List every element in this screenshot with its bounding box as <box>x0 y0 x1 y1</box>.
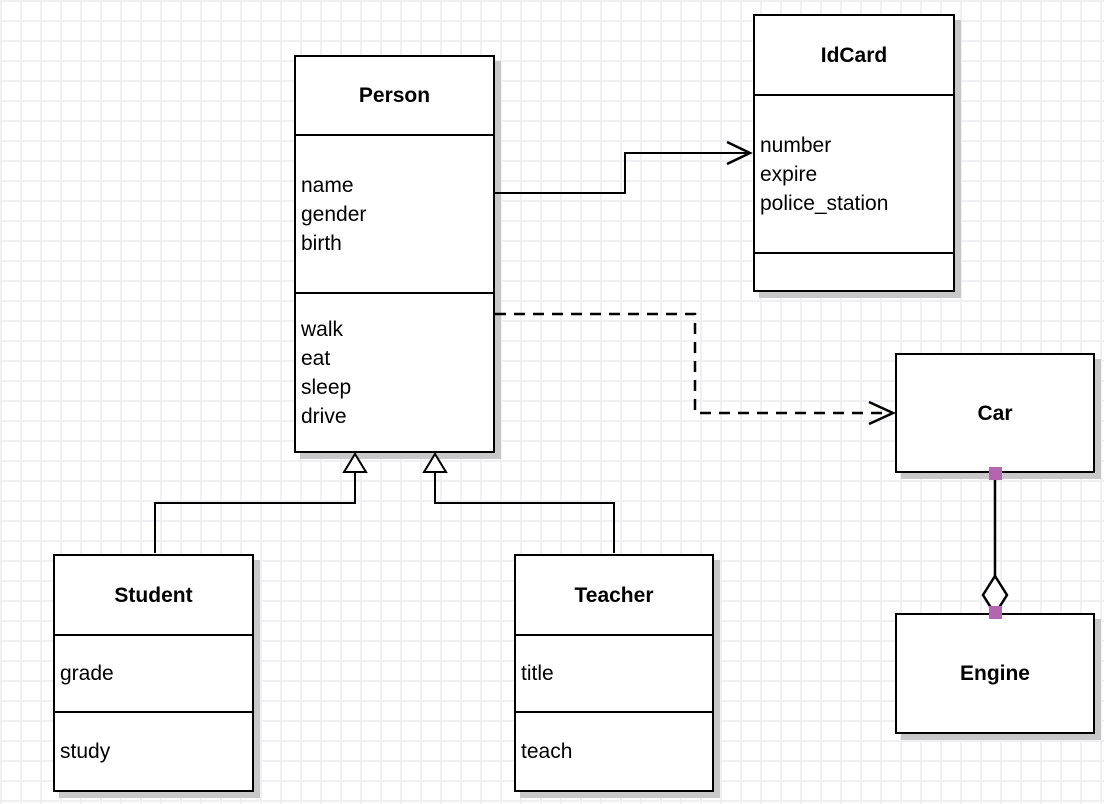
class-student-attributes: grade <box>55 634 252 711</box>
class-idcard[interactable]: IdCard number expire police_station <box>753 14 955 292</box>
edge-person-car-dependency[interactable] <box>495 312 891 415</box>
class-teacher-attributes: title <box>516 634 712 711</box>
class-person-attributes: name gender birth <box>296 134 493 292</box>
class-student-methods: study <box>55 711 252 790</box>
class-engine[interactable]: Engine <box>895 613 1095 734</box>
class-engine-title: Engine <box>959 662 1030 685</box>
hollow-triangle-teacher-icon <box>422 452 448 473</box>
class-car[interactable]: Car <box>895 353 1095 473</box>
class-car-title: Car <box>977 401 1013 425</box>
class-student-title: Student <box>114 583 193 607</box>
edge-student-person-generalization[interactable] <box>154 471 356 553</box>
open-arrowhead-car-icon <box>868 400 897 426</box>
class-idcard-attributes: number expire police_station <box>755 94 953 252</box>
class-idcard-title: IdCard <box>820 43 888 67</box>
class-teacher[interactable]: Teacher title teach <box>514 554 714 792</box>
class-teacher-title: Teacher <box>574 583 654 607</box>
hollow-triangle-student-icon <box>342 452 368 473</box>
class-person-title: Person <box>358 84 431 107</box>
edge-person-idcard-association[interactable] <box>495 152 749 194</box>
open-arrowhead-idcard-icon <box>726 140 753 166</box>
class-person-methods: walk eat sleep drive <box>296 292 493 451</box>
class-student[interactable]: Student grade study <box>53 554 254 792</box>
class-idcard-methods <box>755 252 953 290</box>
class-teacher-methods: teach <box>516 711 712 790</box>
class-person[interactable]: Person name gender birth walk eat sleep … <box>294 55 495 453</box>
hollow-diamond-aggregation-icon <box>981 573 1009 617</box>
edge-teacher-person-generalization[interactable] <box>434 471 615 553</box>
